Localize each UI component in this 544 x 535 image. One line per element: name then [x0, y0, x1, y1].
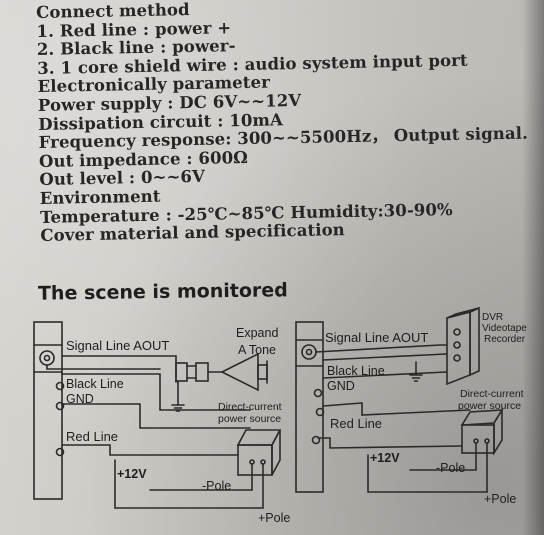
left-tone-label: A Tone [238, 343, 276, 357]
right-power-label: power source [458, 400, 521, 412]
left-signal-label: Signal Line AOUT [66, 338, 169, 353]
left-pickup-body [33, 321, 63, 500]
right-dvr-label: DVR [482, 312, 503, 323]
right-black-label: Black Line [327, 364, 385, 378]
right-gnd-label: GND [327, 379, 355, 393]
right-red-label: Red Line [330, 416, 382, 431]
right-wiring-diagram [295, 306, 504, 493]
left-rca-plug [175, 362, 188, 382]
right-minus-pole: -Pole [436, 461, 465, 475]
right-terminal [315, 407, 325, 417]
right-mic-jack [301, 344, 317, 360]
left-black-label: Black Line [66, 377, 124, 391]
right-recorder-label: Recorder [484, 334, 526, 345]
left-power-label: power source [218, 413, 281, 425]
left-plus-pole: +Pole [258, 511, 290, 525]
right-plus-pole: +Pole [484, 492, 516, 506]
left-wiring-diagram [33, 321, 282, 509]
left-terminal [55, 447, 65, 457]
right-videotape-label: Videotape [482, 323, 527, 334]
left-power-source [236, 429, 282, 476]
right-direct-label: Direct-current [460, 388, 524, 400]
left-12v-label: +12V [117, 467, 147, 481]
left-mic-jack [39, 350, 55, 366]
left-red-label: Red Line [66, 429, 118, 444]
dvr-recorder-device [446, 306, 480, 386]
right-terminal [311, 435, 321, 445]
left-minus-pole: -Pole [202, 479, 231, 493]
left-terminal [55, 401, 65, 411]
left-gnd-label: GND [66, 392, 94, 406]
left-terminal [55, 381, 65, 391]
photo-edge-shadow [522, 0, 544, 535]
right-signal-label: Signal Line AOUT [325, 330, 428, 345]
right-12v-label: +12V [370, 451, 400, 465]
right-pickup-body [295, 321, 324, 493]
left-amplifier-speaker [220, 352, 259, 392]
right-power-source [460, 407, 504, 456]
left-expand-label: Expand [236, 326, 278, 340]
left-direct-label: Direct-current [218, 401, 282, 413]
right-terminal [313, 388, 323, 398]
